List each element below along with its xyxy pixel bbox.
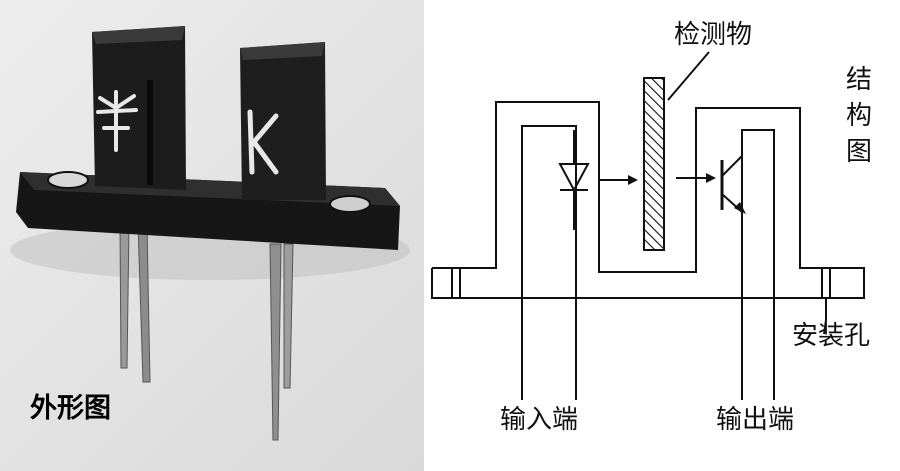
- detected-object-leader: [667, 51, 710, 101]
- sensor-photo: [10, 26, 410, 441]
- emitter-tower: [92, 26, 186, 190]
- photo-caption: 外形图: [30, 393, 111, 424]
- label-input-terminal: 输入端: [500, 405, 579, 435]
- mounting-hole-right: [329, 195, 371, 213]
- mounting-hole-leader: [823, 298, 827, 335]
- pin-1: [119, 223, 130, 369]
- label-detected-object: 检测物: [674, 20, 753, 50]
- detected-object-bar: [643, 77, 665, 251]
- diagram-panel: 检测物 结构图 安装孔 输入端 输出端: [424, 0, 900, 471]
- mounting-hole-left: [47, 171, 89, 189]
- label-mounting-hole: 安装孔: [792, 321, 871, 351]
- detector-tower-top: [240, 42, 325, 60]
- phototransistor-icon: [720, 130, 746, 214]
- emitter-mark-icon: [96, 90, 138, 152]
- label-structure-diagram: 结构图: [845, 65, 872, 167]
- label-output-terminal: 输出端: [716, 405, 795, 435]
- light-arrow-icon: [598, 173, 716, 185]
- detector-tower: [240, 42, 326, 200]
- detector-cavity: [741, 129, 775, 298]
- emitter-tower-top: [92, 26, 185, 44]
- housing-outer: [431, 101, 865, 299]
- emitter-cavity: [521, 125, 577, 298]
- photo-panel: 外形图: [0, 0, 424, 471]
- pin-3: [269, 243, 282, 441]
- structure-diagram: [431, 51, 865, 400]
- pins: [119, 223, 294, 441]
- pin-4: [283, 243, 294, 389]
- housing-outline: [431, 101, 865, 400]
- detector-mark-k: [247, 109, 279, 175]
- led-diode-icon: [558, 130, 590, 230]
